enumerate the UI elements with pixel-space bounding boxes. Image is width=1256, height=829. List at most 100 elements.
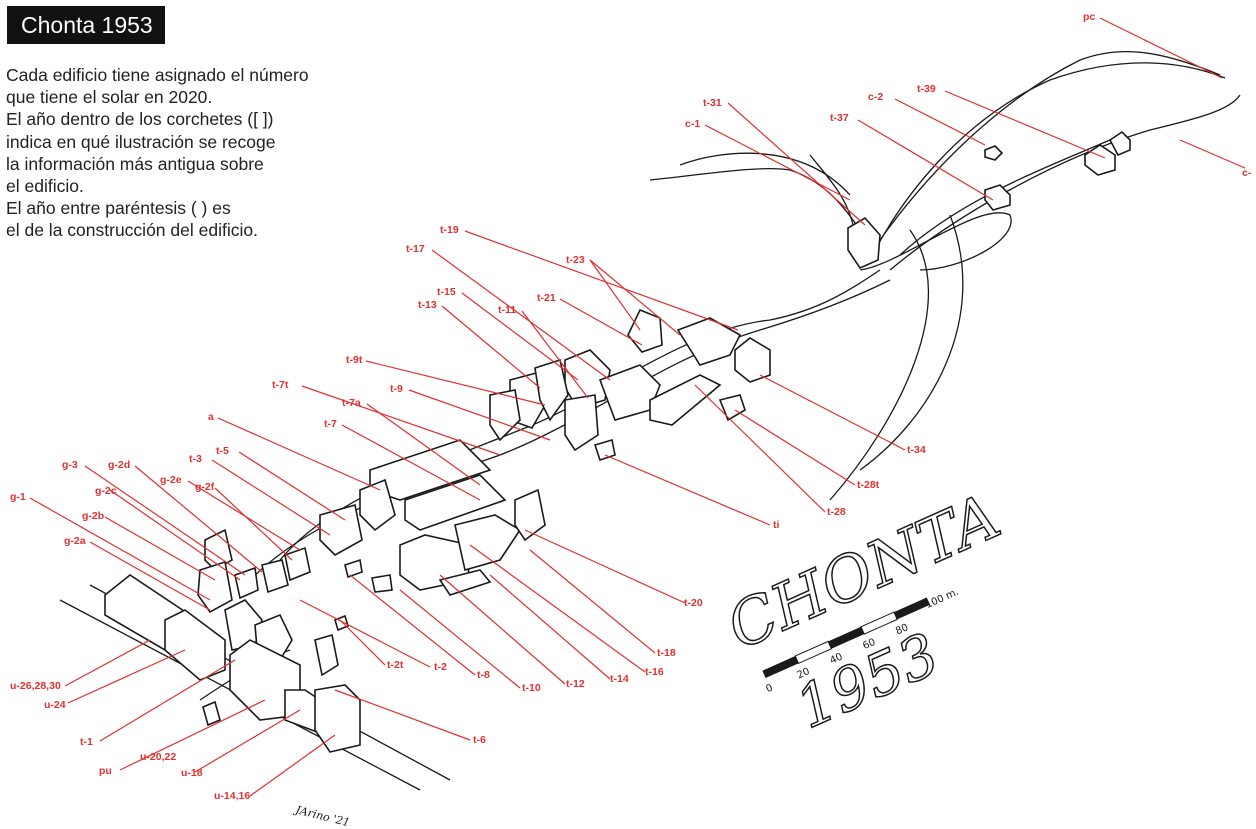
building xyxy=(847,216,881,270)
label-t-39: t-39 xyxy=(917,83,936,95)
building xyxy=(284,546,311,582)
label-t-7a: t-7a xyxy=(342,397,361,409)
caption-line: que tiene el solar en 2020. xyxy=(6,87,213,108)
label-g-2e: g-2e xyxy=(160,474,182,486)
label-g-1: g-1 xyxy=(10,491,26,503)
building xyxy=(984,184,1011,211)
label-u-18: u-18 xyxy=(181,767,203,779)
building xyxy=(593,438,616,462)
scale-bar: 0 20 40 60 80 100 m. xyxy=(762,587,961,696)
label-c-2: c-2 xyxy=(868,91,883,103)
building xyxy=(197,560,233,614)
label-c-1: c-1 xyxy=(685,118,700,130)
building xyxy=(676,317,742,366)
scale-tick-label: 60 xyxy=(861,637,877,652)
label-t-10: t-10 xyxy=(522,682,541,694)
label-t-7: t-7 xyxy=(324,418,337,430)
building xyxy=(404,474,507,531)
label-t-37: t-37 xyxy=(830,112,849,124)
label-t-19: t-19 xyxy=(440,224,459,236)
building xyxy=(234,566,259,600)
label-t-14: t-14 xyxy=(610,673,629,685)
building-labels: pc c-2 t-39 t-37 t-31 c-1 c- t-19 t-23 t… xyxy=(10,11,1252,802)
scale-tick-label: 20 xyxy=(795,666,811,681)
caption-line: la información más antigua sobre xyxy=(6,153,264,174)
page-title: Chonta 1953 xyxy=(7,6,165,44)
label-a: a xyxy=(208,411,214,423)
building xyxy=(1108,130,1131,157)
caption-line: El año entre paréntesis ( ) es xyxy=(6,198,231,219)
label-t-20: t-20 xyxy=(684,597,703,609)
label-t-18: t-18 xyxy=(657,647,676,659)
label-g-2d: g-2d xyxy=(108,459,130,471)
label-t-17: t-17 xyxy=(406,243,425,255)
label-t-1: t-1 xyxy=(80,736,93,748)
label-ti: ti xyxy=(773,519,779,531)
scale-tick-label: 0 xyxy=(764,683,774,696)
label-t-13: t-13 xyxy=(418,299,437,311)
building xyxy=(984,145,1004,161)
label-g-2f: g-2f xyxy=(195,481,215,493)
leader-lines xyxy=(29,17,1246,797)
building xyxy=(319,503,363,556)
label-u-26-28-30: u-26,28,30 xyxy=(10,680,61,692)
building xyxy=(564,394,599,452)
label-t-8: t-8 xyxy=(477,669,490,681)
label-t-31: t-31 xyxy=(703,97,722,109)
map-title-block: CHONTA 0 20 40 60 80 100 m. 1953 xyxy=(716,479,1012,743)
label-t-21: t-21 xyxy=(537,292,556,304)
label-t-3: t-3 xyxy=(189,453,202,465)
building xyxy=(371,574,393,593)
map-title: CHONTA xyxy=(716,479,1010,663)
building xyxy=(334,614,349,632)
building xyxy=(314,633,339,677)
building xyxy=(344,558,363,579)
label-pc: pc xyxy=(1083,11,1095,23)
caption: Cada edificio tiene asignado el número q… xyxy=(6,64,426,242)
building xyxy=(489,389,521,442)
label-t-15: t-15 xyxy=(437,286,456,298)
building xyxy=(734,337,771,383)
label-t-11: t-11 xyxy=(498,304,516,316)
label-u-24: u-24 xyxy=(44,699,66,711)
label-pu: pu xyxy=(99,765,112,777)
building xyxy=(1084,144,1116,176)
label-t-6: t-6 xyxy=(473,734,486,746)
label-t-12: t-12 xyxy=(566,678,585,690)
label-t-9t: t-9t xyxy=(346,354,363,366)
building xyxy=(359,478,396,532)
label-t-28: t-28 xyxy=(827,506,846,518)
building xyxy=(261,559,289,594)
caption-line: indica en qué ilustración se recoge xyxy=(6,131,276,152)
label-t-5: t-5 xyxy=(216,445,229,457)
caption-line: el edificio. xyxy=(6,176,84,197)
buildings xyxy=(104,130,1131,753)
label-g-3: g-3 xyxy=(62,459,78,471)
building xyxy=(514,488,546,542)
caption-line: Cada edificio tiene asignado el número xyxy=(6,65,309,85)
label-u-20-22: u-20,22 xyxy=(140,751,176,763)
label-g-2b: g-2b xyxy=(82,510,104,522)
label-t-23: t-23 xyxy=(566,254,585,266)
building xyxy=(649,374,722,426)
caption-line: el de la construcción del edificio. xyxy=(6,220,258,241)
building xyxy=(314,684,361,753)
building xyxy=(718,394,746,422)
scale-tick-label: 80 xyxy=(894,622,910,637)
label-t-28t: t-28t xyxy=(857,479,880,491)
building xyxy=(164,609,226,681)
label-u-14-16: u-14,16 xyxy=(214,790,250,802)
building xyxy=(454,514,522,572)
label-t-2t: t-2t xyxy=(387,659,404,671)
scale-tick-label: 100 m. xyxy=(924,587,961,611)
label-t-9: t-9 xyxy=(390,383,403,395)
building xyxy=(438,569,492,596)
label-t-2: t-2 xyxy=(434,661,447,673)
label-g-2c: g-2c xyxy=(95,485,117,497)
label-c-: c- xyxy=(1242,167,1252,179)
label-t-34: t-34 xyxy=(907,444,926,456)
building xyxy=(202,700,221,727)
label-t-7t: t-7t xyxy=(272,379,289,391)
label-t-16: t-16 xyxy=(645,666,664,678)
